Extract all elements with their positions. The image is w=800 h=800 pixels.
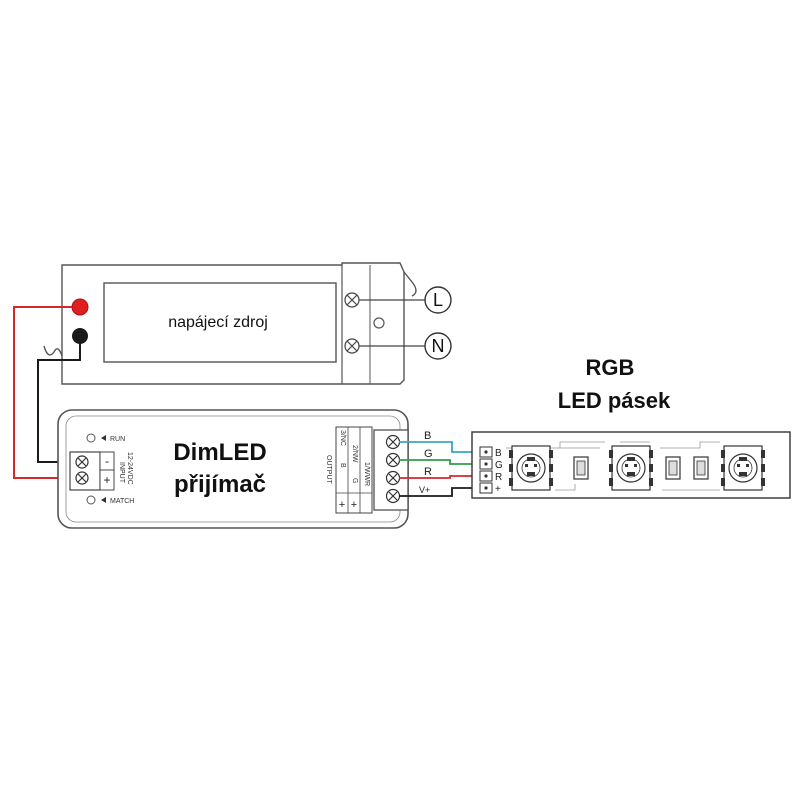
pad-label-g: G	[495, 460, 503, 471]
output-screw-vplus	[385, 488, 401, 504]
wire-label-g: G	[424, 448, 433, 460]
pad-label-r: R	[495, 472, 502, 483]
dc-positive-terminal	[71, 298, 89, 316]
power-supply-panel	[103, 282, 337, 363]
output-color-b: B	[339, 463, 346, 468]
output-channel-2: 2/NW	[351, 445, 358, 463]
mains-live-marker	[424, 286, 452, 314]
dc-negative-terminal	[72, 328, 88, 344]
led-chip-3	[721, 445, 765, 491]
led-chip-2	[609, 445, 653, 491]
run-led	[86, 433, 96, 443]
match-label: MATCH	[110, 498, 134, 505]
dc-wires	[13, 306, 81, 479]
input-plus-label: +	[103, 473, 110, 487]
input-screw-positive	[75, 471, 89, 485]
resistor-2	[665, 456, 681, 480]
strip-title-line2: LED pásek	[558, 388, 671, 413]
wire-g	[399, 459, 482, 465]
input-screw-negative	[75, 455, 89, 469]
resistor-3	[693, 456, 709, 480]
input-voltage-label: 12-24VDC	[126, 452, 133, 485]
ground-hole	[373, 317, 385, 329]
output-screw-b	[385, 434, 401, 450]
input-label: INPUT	[118, 462, 125, 484]
mains-live-label: L	[433, 290, 443, 310]
output-screw-r	[385, 470, 401, 486]
output-plus-2: +	[351, 499, 357, 511]
match-arrow-icon	[101, 497, 106, 503]
receiver-title-line2: přijímač	[174, 471, 266, 498]
pad-label-plus: +	[495, 484, 501, 495]
output-screw-g	[385, 452, 401, 468]
ac-terminal-live	[344, 292, 360, 308]
output-label: OUTPUT	[325, 455, 332, 485]
resistor-1	[573, 456, 589, 480]
dc-positive-wire	[13, 306, 80, 479]
mounting-ear-right	[403, 271, 417, 297]
power-supply-label: napájecí zdroj	[168, 314, 268, 331]
led-chip-1	[509, 445, 553, 491]
wire-r	[399, 475, 482, 479]
ac-terminal-neutral	[344, 338, 360, 354]
wire-label-r: R	[424, 466, 432, 478]
dimled-receiver: RUN MATCH - + INPUT 12-24VDC DimLED přij…	[57, 409, 409, 529]
receiver-title-line1: DimLED	[173, 439, 266, 466]
strip-pads: B G R +	[479, 446, 503, 495]
run-arrow-icon	[101, 435, 106, 441]
output-channel-3: 3/NC	[339, 430, 346, 446]
power-supply: napájecí zdroj L N	[43, 262, 452, 385]
match-button	[86, 495, 96, 505]
dc-negative-wire	[37, 344, 81, 463]
mains-neutral-marker	[424, 332, 452, 360]
strip-title-line1: RGB	[586, 355, 635, 380]
wire-b	[399, 441, 482, 453]
run-label: RUN	[110, 436, 125, 443]
output-channel-table: 3/NC 2/NW 1/WW B G R + +	[335, 426, 373, 514]
output-wires: B G R V+	[399, 430, 482, 497]
led-strip: RGB LED pásek B G R +	[471, 355, 791, 499]
output-color-g: G	[351, 478, 358, 483]
wire-label-vplus: V+	[419, 485, 430, 495]
output-color-r: R	[363, 481, 370, 486]
output-plus-1: +	[339, 499, 345, 511]
mains-neutral-label: N	[432, 336, 445, 356]
output-channel-1: 1/WW	[363, 462, 370, 481]
mounting-ear-left	[43, 345, 63, 357]
input-minus-label: -	[105, 454, 109, 468]
wire-label-b: B	[424, 430, 431, 442]
wire-vplus	[399, 487, 482, 497]
pad-label-b: B	[495, 448, 502, 459]
